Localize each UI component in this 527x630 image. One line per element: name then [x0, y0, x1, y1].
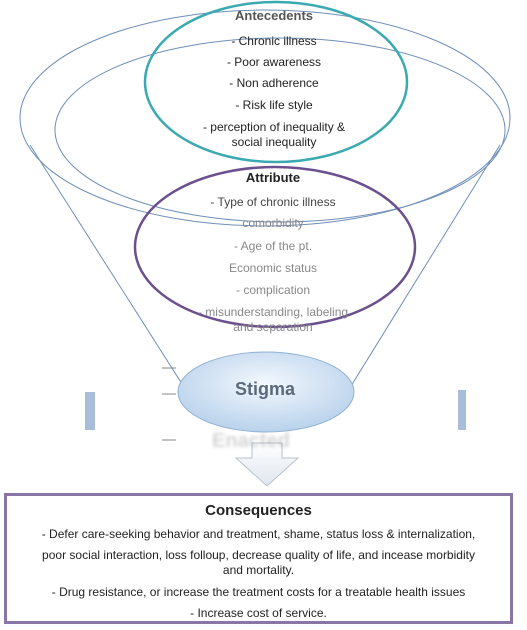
left-faded-bar: [85, 392, 95, 430]
funnel-left-side: [29, 144, 206, 421]
consequence-line: - Defer care-seeking behavior and treatm…: [41, 527, 476, 541]
down-arrow: [234, 442, 300, 487]
stigma-ellipse: [177, 351, 355, 433]
attribute-item: comorbidity: [242, 216, 304, 230]
attribute-item: - complication: [235, 283, 311, 297]
attribute-item: Economic status: [228, 261, 318, 275]
consequence-line: and mortality.: [222, 563, 295, 577]
right-faded-bar: [458, 390, 466, 430]
antecedent-item: social inequality: [231, 135, 317, 149]
attribute-item: - misunderstanding, labeling: [197, 305, 349, 319]
antecedent-item: - Poor awareness: [226, 55, 322, 69]
attribute-item: - Age of the pt.: [233, 239, 313, 253]
stigma-label: Stigma: [234, 379, 295, 399]
funnel-right-side: [329, 144, 501, 421]
antecedent-item: - Chronic illness: [231, 34, 317, 48]
antecedent-item: - Risk life style: [235, 98, 313, 112]
attribute-item: - Type of chronic illness: [210, 195, 336, 209]
consequences-box: Consequences - Defer care-seeking behavi…: [4, 493, 513, 624]
ghost-enacted-text: Enacted: [212, 430, 290, 452]
funnel-outer-rim: [19, 9, 511, 227]
consequence-line: - Drug resistance, or increase the treat…: [51, 585, 466, 599]
consequence-line: - Increase cost of service.: [190, 606, 327, 620]
consequence-line: poor social interaction, loss folloup, d…: [42, 548, 475, 562]
attribute-item: and separation: [233, 320, 313, 334]
attribute-title: Attribute: [245, 170, 301, 185]
antecedent-item: - Non adherence: [229, 76, 319, 90]
antecedent-item: - perception of inequality &: [202, 120, 346, 134]
funnel-inner-rim: [54, 37, 506, 223]
consequences-title: Consequences: [205, 502, 312, 519]
antecedents-ellipse: [143, 0, 409, 164]
attribute-ellipse: [133, 165, 417, 329]
antecedents-title: Antecedents: [234, 8, 314, 23]
